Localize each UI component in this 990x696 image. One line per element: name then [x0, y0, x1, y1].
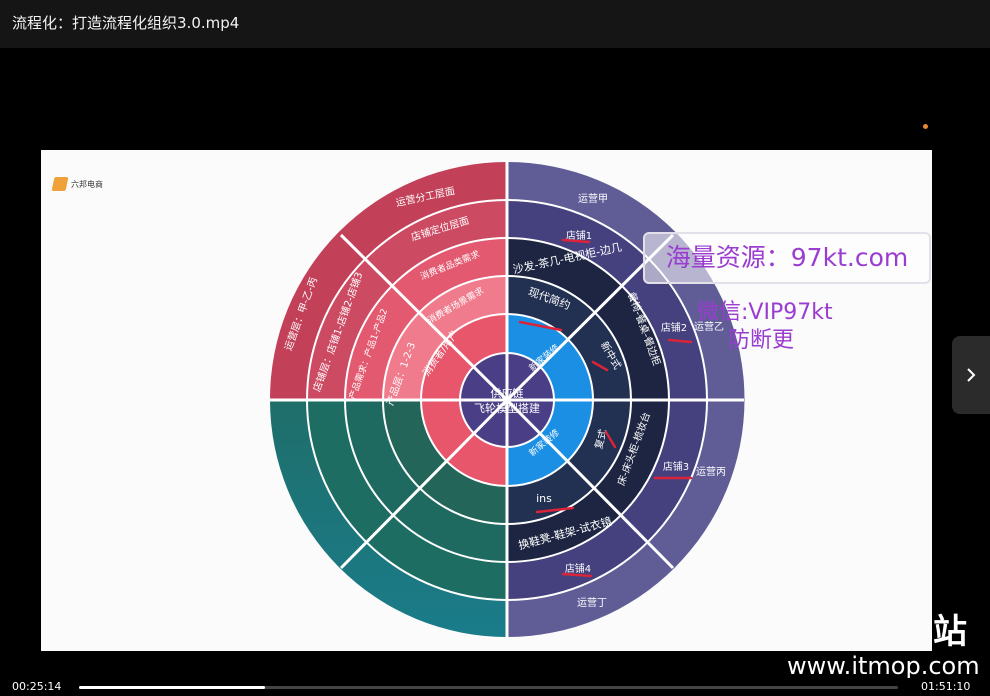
next-button[interactable] [952, 336, 990, 414]
shop-1-label: 店铺1 [566, 229, 592, 242]
op-1-label: 运营甲 [578, 192, 608, 205]
status-dot [923, 124, 928, 129]
shop-3-label: 店铺3 [663, 460, 689, 473]
shop-2-label: 店铺2 [661, 321, 687, 334]
style-4-label: ins [536, 492, 552, 505]
site-watermark: www.itmop.com [787, 652, 980, 680]
current-time: 00:25:14 [12, 680, 62, 693]
duration: 01:51:10 [921, 680, 971, 693]
site-badge: 站 [933, 612, 967, 652]
center-label-2: 飞轮模型搭建 [474, 401, 540, 415]
slide: 六邦电商 [41, 150, 932, 651]
player-controls: 00:25:14 01:51:10 [0, 678, 990, 696]
op-2-label: 运营乙 [694, 320, 724, 333]
title-bar: 流程化：打造流程化组织3.0.mp4 [0, 0, 990, 48]
logo-text: 六邦电商 [71, 180, 103, 189]
flywheel-diagram: 供应链 飞轮模型搭建 消费者/用户 产品层：1-2-3 消费者场景需求 产品需求… [269, 162, 745, 637]
red-underline-marks [518, 238, 693, 578]
op-3-label: 运营丙 [696, 465, 726, 478]
video-title: 流程化：打造流程化组织3.0.mp4 [12, 14, 240, 32]
anti-break-watermark: 防断更 [728, 328, 795, 353]
slide-logo: 六邦电商 [51, 177, 113, 195]
op-4-label: 运营丁 [577, 596, 607, 609]
resource-watermark: 海量资源：97kt.com [643, 232, 931, 284]
progress-bar[interactable] [79, 686, 898, 689]
ring-borders [306, 199, 708, 601]
shop-4-label: 店铺4 [565, 562, 591, 575]
divider-lines [270, 162, 744, 637]
wechat-watermark: 微信:VIP97kt [697, 300, 833, 325]
chevron-right-icon [967, 368, 976, 382]
center-label-1: 供应链 [491, 386, 524, 400]
progress-fill [79, 686, 265, 689]
